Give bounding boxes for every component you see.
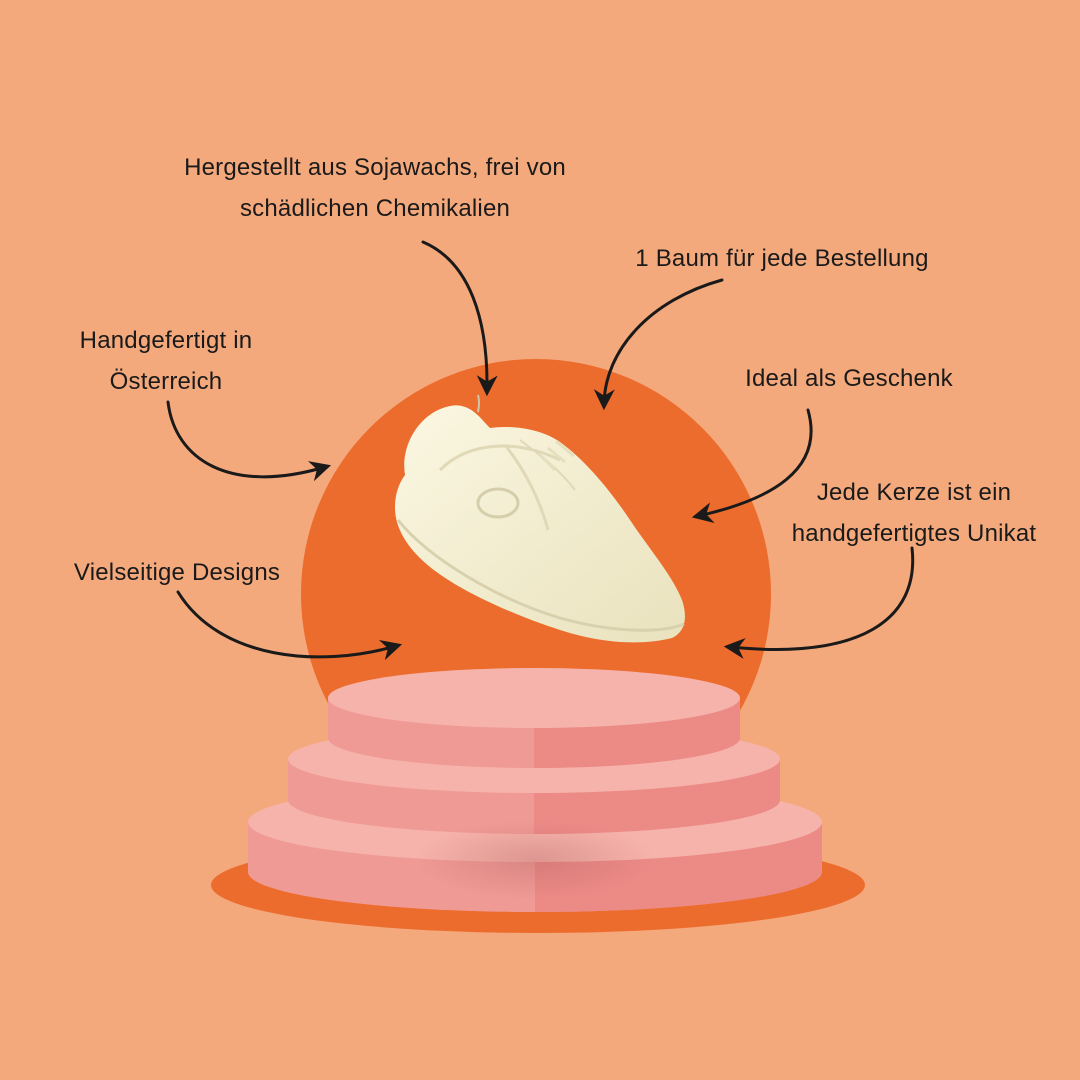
arrow-unique: [723, 546, 915, 659]
callout-soy-wax-line-1: Hergestellt aus Sojawachs, frei von: [184, 154, 566, 181]
callout-soy-wax-line-2: schädlichen Chemikalien: [239, 195, 511, 222]
callout-designs-line-1: Vielseitige Designs: [73, 559, 281, 586]
callout-unique-line-2: handgefertigtes Unikat: [791, 520, 1037, 547]
callout-tree: 1 Baum für jede Bestellung: [635, 238, 928, 279]
arrow-handmade-austria: [166, 400, 332, 482]
sneaker-candle-icon: [395, 394, 685, 643]
callout-gift: Ideal als Geschenk: [745, 358, 953, 399]
podium-top-tier: [328, 668, 740, 768]
callout-tree-line-1: 1 Baum für jede Bestellung: [635, 245, 929, 272]
callout-handmade-austria-line-2: Österreich: [109, 368, 223, 395]
callout-soy-wax: Hergestellt aus Sojawachs, frei von schä…: [184, 147, 566, 229]
callout-designs: Vielseitige Designs: [74, 552, 280, 593]
arrow-tree: [593, 278, 724, 411]
callout-unique-line-1: Jede Kerze ist ein: [816, 479, 1012, 506]
arrow-soy-wax: [421, 240, 498, 397]
arrow-designs: [176, 590, 403, 661]
callout-handmade-austria: Handgefertigt in Österreich: [80, 320, 253, 402]
callout-gift-line-1: Ideal als Geschenk: [745, 365, 953, 392]
callout-unique: Jede Kerze ist ein handgefertigtes Unika…: [792, 472, 1037, 554]
podium-shadow: [415, 820, 655, 900]
arrow-gift: [691, 408, 813, 524]
callout-handmade-austria-line-1: Handgefertigt in: [79, 327, 253, 354]
